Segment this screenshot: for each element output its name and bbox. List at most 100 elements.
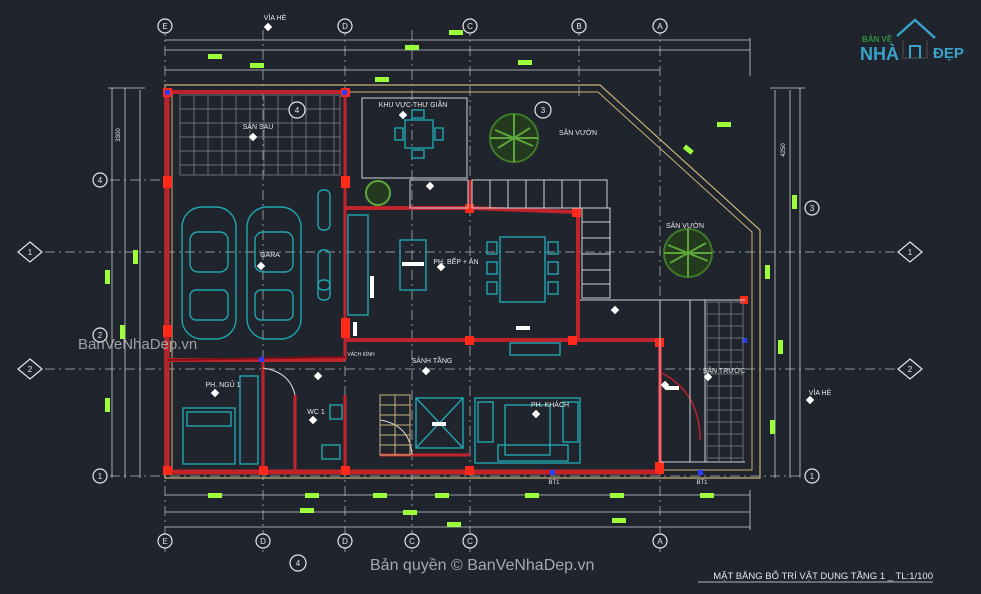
floor-tile	[207, 108, 223, 124]
floor-tile	[193, 94, 209, 110]
dim-right: 4250	[781, 143, 787, 157]
floor-tile	[207, 150, 223, 166]
axis-label: 2	[28, 365, 33, 374]
floor-tile	[193, 150, 209, 166]
label-wc-1: WC 1	[307, 409, 325, 416]
floor-tile	[718, 325, 732, 339]
floor-tile	[706, 325, 720, 339]
floor-tile	[193, 108, 209, 124]
floor-tile	[706, 385, 720, 399]
axis-diamond-markers	[17, 241, 923, 380]
axis-label: E	[162, 22, 167, 31]
floor-tile	[277, 150, 293, 166]
label-living-room: PH. KHÁCH	[531, 400, 569, 409]
floor-tile	[730, 457, 744, 463]
label-front-yard: SÂN TRƯỚC	[703, 366, 746, 375]
floor-tile	[718, 445, 732, 459]
floor-tile	[319, 150, 335, 166]
floor-tile	[305, 122, 321, 138]
front-yard-tiles	[706, 301, 744, 463]
floor-tile	[291, 164, 307, 176]
axis-label: D	[342, 537, 348, 546]
axis-label: C	[467, 537, 473, 546]
floor-tile	[718, 457, 732, 463]
relax-area	[361, 97, 469, 209]
dim-left: 3300	[116, 128, 122, 142]
axis-bubbles	[92, 18, 820, 572]
floor-tile	[333, 94, 341, 110]
floor-tile	[730, 397, 744, 411]
copyright: Bản quyền © BanVeNhaDep.vn	[370, 557, 594, 574]
floor-tile	[730, 373, 744, 387]
section-marker-label: 3	[541, 106, 546, 115]
floor-tile	[179, 150, 195, 166]
logo: BẢN VẼ NHÀ ĐẸP	[860, 18, 964, 64]
floor-tile	[706, 397, 720, 411]
floor-tile	[319, 122, 335, 138]
floor-tile	[718, 397, 732, 411]
floor-tile	[333, 136, 341, 152]
floor-tile	[179, 122, 195, 138]
floor-tile	[333, 108, 341, 124]
label-via-he-right: VỈA HÈ	[809, 388, 832, 397]
floor-tile	[221, 94, 237, 110]
floor-tile	[730, 325, 744, 339]
floor-tile	[207, 164, 223, 176]
axis-label: 1	[98, 472, 103, 481]
appliance-marks	[353, 262, 679, 426]
tree-icon	[489, 113, 539, 163]
label-via-he-top: VỈA HÈ	[264, 13, 287, 22]
floor-tile	[730, 313, 744, 327]
label-relax-area: KHU VỰC THƯ GIÃN	[379, 100, 448, 109]
floor-tile	[706, 301, 720, 315]
floor-tile	[730, 421, 744, 435]
floor-tile	[333, 122, 341, 138]
floor-tile	[718, 337, 732, 351]
floor-tile	[730, 445, 744, 459]
label-kitchen-dining: PH. BẾP + ĂN	[433, 256, 478, 266]
floor-tile	[718, 301, 732, 315]
floor-tile	[718, 421, 732, 435]
axis-label: 2	[908, 365, 913, 374]
axis-label: C	[467, 22, 473, 31]
floor-tile	[221, 122, 237, 138]
tree-icon	[663, 228, 713, 278]
floor-tile	[291, 150, 307, 166]
axis-label: D	[342, 22, 348, 31]
floor-tile	[193, 122, 209, 138]
floor-tile	[706, 349, 720, 363]
floor-tile	[706, 433, 720, 447]
axis-label: 1	[908, 248, 913, 257]
label-bt1: BT1	[696, 480, 708, 486]
floor-tile	[235, 164, 251, 176]
floor-tile	[249, 150, 265, 166]
floor-tile	[263, 108, 279, 124]
label-garden-1: SÂN VƯỜN	[559, 128, 597, 137]
floor-tile	[706, 409, 720, 423]
section-marker-label: 4	[295, 106, 300, 115]
logo-text-nha: NHÀ	[860, 43, 899, 64]
floor-tile	[263, 136, 279, 152]
floor-tile	[207, 136, 223, 152]
floor-tile	[249, 164, 265, 176]
floor-tile	[179, 164, 195, 176]
floor-tile	[277, 164, 293, 176]
floor-tile	[706, 445, 720, 459]
floor-tile	[221, 164, 237, 176]
floor-tile	[221, 150, 237, 166]
floor-tile	[291, 122, 307, 138]
label-hall: SẢNH TẦNG	[412, 355, 453, 365]
furniture	[181, 109, 581, 465]
watermark: BanVeNhaDep.vn	[78, 336, 197, 353]
floor-tile	[305, 150, 321, 166]
floor-tile	[249, 94, 265, 110]
floor-tile	[179, 108, 195, 124]
axis-label: B	[576, 22, 581, 31]
floor-tile	[207, 94, 223, 110]
floor-tile	[730, 385, 744, 399]
section-marker-label: 4	[296, 559, 301, 568]
floor-tile	[235, 94, 251, 110]
floor-tile	[207, 122, 223, 138]
